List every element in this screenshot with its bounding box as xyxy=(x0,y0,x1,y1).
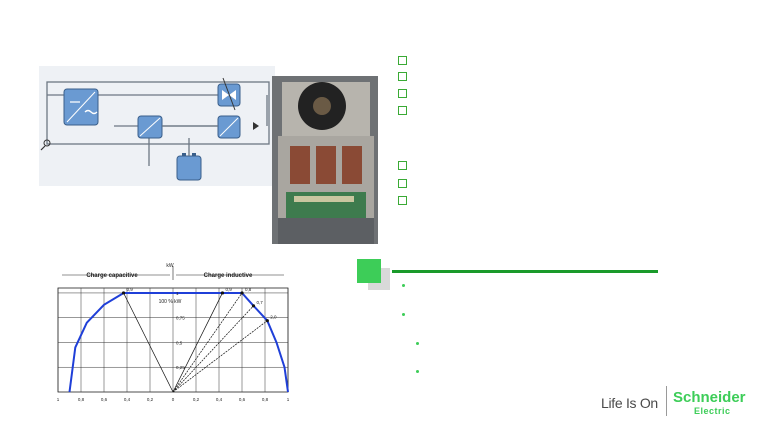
chart-x-tick-label: 0,6 xyxy=(239,397,246,402)
sub-bullet-dot-icon xyxy=(402,284,405,287)
chart-x-tick-label: 0,2 xyxy=(147,397,154,402)
chart-point-label: 2,0 xyxy=(270,315,277,320)
power-module-photo-svg xyxy=(272,76,378,244)
block-diagram xyxy=(39,66,275,186)
chart-percent-label: 100 % kW xyxy=(159,299,182,305)
chart-x-tick-label: 0,8 xyxy=(78,397,85,402)
section-marker xyxy=(357,259,381,283)
chart-point-label: 0,9 xyxy=(225,287,232,292)
chart-x-tick-label: 1 xyxy=(287,397,290,402)
chart-vector-arrow xyxy=(172,292,243,393)
battery-icon xyxy=(176,153,202,181)
bullet-checkbox-icon xyxy=(398,56,407,65)
bullet-checkbox-icon xyxy=(398,72,407,81)
chart-point-label: 0,8 xyxy=(245,287,252,292)
rectifier-block-icon xyxy=(63,88,99,126)
chart-x-tick-label: 0,6 xyxy=(101,397,108,402)
bullet-checkbox-icon xyxy=(398,89,407,98)
bullet-checkbox-icon xyxy=(398,161,407,170)
chart-vector-arrow xyxy=(172,292,223,393)
bullet-checkbox-icon xyxy=(398,196,407,205)
chart-point-label: 0,7 xyxy=(257,300,264,305)
chart-x-tick-label: 0 xyxy=(172,397,175,402)
chart-x-tick-label: 0,4 xyxy=(124,397,131,402)
sub-bullet-dot-icon xyxy=(416,370,419,373)
schneider-logo-sub: Electric xyxy=(694,406,731,416)
bullet-checkbox-icon xyxy=(398,106,407,115)
life-is-on-logo: Life Is On xyxy=(601,395,658,411)
chart-x-tick-label: 0,8 xyxy=(262,397,269,402)
chart-left-region-label: Charge capacitive xyxy=(86,273,138,279)
section-rule xyxy=(392,270,658,273)
static-switch-icon xyxy=(217,77,241,111)
chart-vector-point xyxy=(220,291,225,295)
chart-series-line xyxy=(68,292,289,393)
chart-top-label: kW xyxy=(166,263,174,269)
chart-y-tick-label: 0,5 xyxy=(176,340,183,345)
power-factor-chart: kW Charge capacitive Charge inductive 10… xyxy=(40,258,302,408)
bullet-checkbox-icon xyxy=(398,179,407,188)
power-module-photo xyxy=(272,76,378,244)
chart-y-tick-label: 1 xyxy=(176,291,179,296)
inverter-block-icon xyxy=(137,115,163,139)
schneider-logo: Schneider xyxy=(673,389,746,406)
power-factor-chart-svg: kW Charge capacitive Charge inductive 10… xyxy=(57,263,290,402)
logo-separator xyxy=(666,386,667,416)
chart-x-tick-label: 0,2 xyxy=(193,397,200,402)
chart-y-tick-label: 0,25 xyxy=(176,365,185,370)
chart-vector-point xyxy=(240,291,244,295)
chart-x-tick-label: 0,4 xyxy=(216,397,223,402)
sub-bullet-dot-icon xyxy=(402,313,405,316)
block-diagram-svg xyxy=(40,77,270,181)
chart-vector-arrow xyxy=(172,305,254,393)
chart-vector-point xyxy=(265,319,269,323)
chart-point-label: 0,9 xyxy=(127,287,134,292)
sub-bullet-dot-icon xyxy=(416,342,419,345)
chart-vector-point xyxy=(121,291,126,295)
chart-right-region-label: Charge inductive xyxy=(204,273,253,279)
chart-vector-point xyxy=(251,304,256,308)
chart-vector-arrow xyxy=(172,320,268,393)
output-converter-icon xyxy=(217,115,241,139)
chart-vector-arrow xyxy=(123,292,174,393)
chart-x-tick-label: 1 xyxy=(57,397,60,402)
chart-y-tick-label: 0,75 xyxy=(176,316,185,321)
